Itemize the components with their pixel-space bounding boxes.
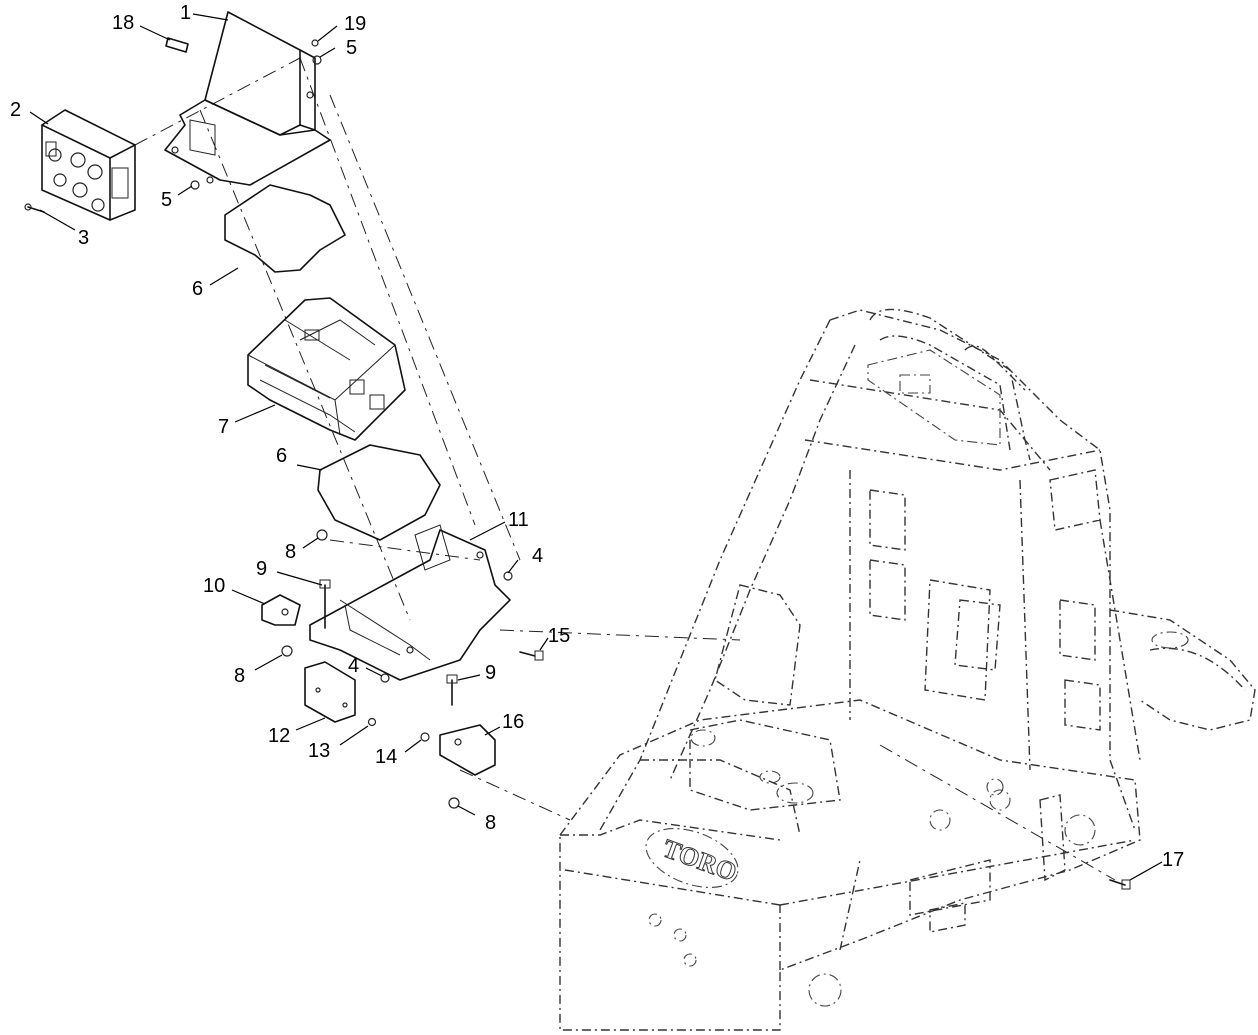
part-14-nut: [420, 732, 430, 742]
callout-8-upper: 8: [285, 541, 296, 563]
callout-4-upper: 4: [532, 545, 543, 567]
part-12-cover-plate: [304, 661, 356, 723]
part-13-screw: [367, 717, 377, 727]
part-8-nut-middle: [281, 645, 293, 657]
part-4-nut-upper: [503, 571, 513, 581]
part-11-base-bracket: [309, 524, 511, 681]
callout-13: 13: [308, 740, 330, 762]
callout-1: 1: [180, 2, 191, 24]
callout-8-lower: 8: [485, 812, 496, 834]
part-17-bolt: [1109, 879, 1131, 890]
callout-12: 12: [268, 725, 290, 747]
callout-6-lower: 6: [276, 445, 287, 467]
callout-11: 11: [508, 509, 529, 531]
part-10-small-bracket: [261, 594, 301, 626]
part-6-pad-lower: [317, 444, 441, 541]
leader-lines: [29, 13, 1163, 881]
part-18-connector: [165, 37, 189, 53]
part-7-electronic-box: [247, 297, 406, 441]
callout-7: 7: [218, 416, 229, 438]
part-1-mount-bracket: [164, 11, 331, 186]
part-16-bracket: [439, 724, 496, 776]
part-5-nut-lower: [190, 180, 200, 190]
part-5-nut-top: [312, 55, 322, 65]
callout-2: 2: [10, 99, 21, 121]
part-2-controller-module: [41, 109, 136, 221]
callout-19: 19: [344, 13, 366, 35]
part-8-nut-upper: [316, 529, 328, 541]
callout-16: 16: [502, 711, 524, 733]
callout-9-upper: 9: [256, 558, 267, 580]
callout-5-top: 5: [346, 37, 357, 59]
callout-8-middle: 8: [234, 665, 245, 687]
part-9-bolt-upper: [319, 579, 331, 629]
machine-frame: TORO: [559, 308, 1256, 1031]
callout-17: 17: [1162, 849, 1184, 871]
callout-5-lower: 5: [161, 189, 172, 211]
callout-6-upper: 6: [192, 278, 203, 300]
part-15-bolt: [519, 650, 544, 661]
part-9-bolt-lower: [446, 674, 458, 706]
part-6-pad-upper: [224, 184, 346, 273]
toro-logo-plate: [645, 828, 739, 888]
part-8-nut-lower: [448, 797, 460, 809]
toro-logo: TORO: [659, 834, 740, 887]
callout-9-lower: 9: [485, 662, 496, 684]
callout-3: 3: [78, 227, 89, 249]
callout-labels: 1 2 3 4 4 5 5 6 6 7 8 8 8 9 9 10 11 12 1…: [10, 2, 1184, 871]
callout-14: 14: [375, 746, 397, 768]
callout-18: 18: [112, 12, 134, 34]
callout-4-lower: 4: [348, 655, 359, 677]
callout-15: 15: [548, 625, 570, 647]
assembly-guide-lines: [134, 57, 1116, 881]
part-4-nut-lower: [380, 673, 390, 683]
callout-10: 10: [203, 575, 225, 597]
part-19-screw: [311, 39, 319, 47]
